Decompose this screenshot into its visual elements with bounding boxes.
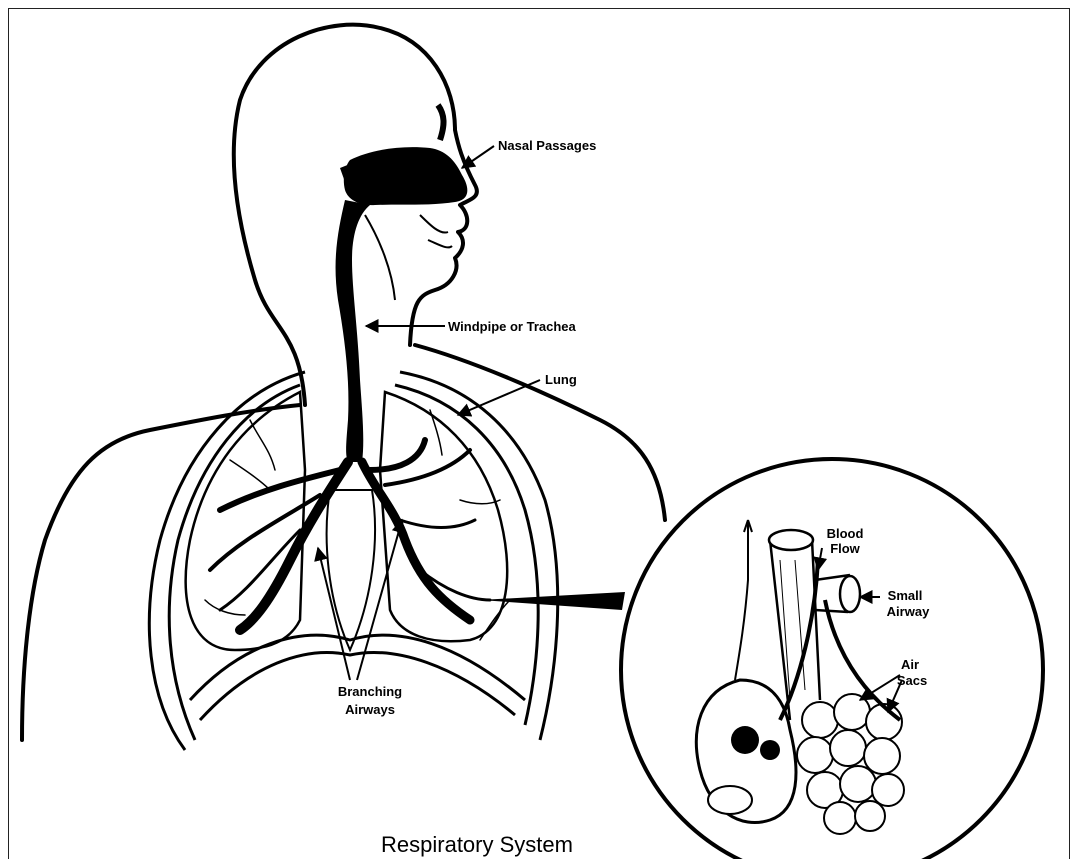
alveoli-detail (480, 459, 1043, 859)
diagram-title: Respiratory System (381, 832, 573, 857)
label-lung: Lung (545, 372, 577, 387)
label-flow: Flow (830, 541, 860, 556)
branching-leader-1 (318, 548, 350, 680)
label-blood: Blood (827, 526, 864, 541)
label-sacs: Sacs (897, 673, 927, 688)
label-windpipe: Windpipe or Trachea (448, 319, 577, 334)
label-air: Air (901, 657, 919, 672)
lung-leader (458, 380, 540, 415)
trachea (336, 200, 395, 462)
nasal-leader (462, 146, 494, 168)
heart (327, 490, 375, 650)
label-nasal-passages: Nasal Passages (498, 138, 596, 153)
lung-left (186, 392, 305, 650)
branching-leader-2 (357, 520, 402, 680)
label-small: Small (888, 588, 923, 603)
label-airways: Airways (345, 702, 395, 717)
label-branching: Branching (338, 684, 402, 699)
nasal-passages (340, 105, 467, 247)
label-airway: Airway (887, 604, 930, 619)
